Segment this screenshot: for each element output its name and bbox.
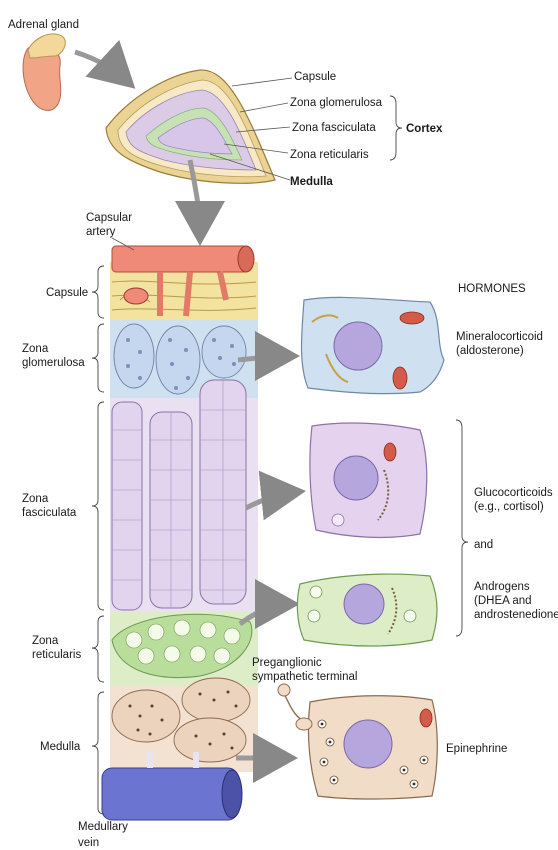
label-zona-glomerulosa-1: Zona bbox=[22, 343, 49, 355]
chromaffin-nucleus bbox=[344, 720, 392, 768]
medullary-vein-lumen bbox=[222, 770, 242, 818]
label-medullary-vein-1: Medullary bbox=[78, 821, 128, 833]
chromaffin-cell bbox=[308, 696, 437, 799]
fasciculata-nucleus bbox=[334, 456, 378, 500]
label-preganglionic-1: Preganglionic bbox=[252, 657, 322, 669]
label-zona-fasciculata-top: Zona fasciculata bbox=[292, 122, 376, 134]
tissue-column bbox=[102, 246, 258, 820]
label-capsular-artery-1: Capsular bbox=[86, 212, 132, 224]
cortex-brace bbox=[390, 96, 402, 160]
label-capsule-top: Capsule bbox=[294, 71, 336, 83]
label-zona-fasciculata-1: Zona bbox=[22, 493, 49, 505]
label-zona-glomerulosa-2: glomerulosa bbox=[22, 357, 85, 369]
leader-glomerulosa bbox=[240, 103, 288, 112]
label-medulla: Medulla bbox=[40, 741, 81, 753]
adrenal-gland-icon bbox=[23, 34, 65, 110]
label-androgens-1: Androgens bbox=[474, 581, 530, 593]
label-zona-fasciculata-2: fasciculata bbox=[22, 507, 77, 519]
label-adrenal-gland: Adrenal gland bbox=[8, 19, 79, 31]
label-zona-reticularis-2: reticularis bbox=[32, 649, 81, 661]
mitochondrion bbox=[393, 367, 407, 389]
label-glucocorticoids-2: (e.g., cortisol) bbox=[474, 501, 544, 513]
reticularis-nucleus bbox=[344, 584, 384, 624]
zone-braces bbox=[92, 266, 104, 814]
label-capsular-artery-2: artery bbox=[86, 226, 116, 238]
label-capsule: Capsule bbox=[46, 287, 88, 299]
label-and: and bbox=[474, 539, 493, 551]
label-zona-reticularis-top: Zona reticularis bbox=[290, 149, 369, 161]
hormone-brace bbox=[456, 420, 468, 636]
glomerulosa-cell bbox=[302, 297, 445, 393]
label-preganglionic-2: sympathetic terminal bbox=[252, 671, 357, 683]
glomerulosa-nucleus bbox=[334, 322, 382, 370]
label-zona-glomerulosa-top: Zona glomerulosa bbox=[290, 97, 383, 109]
label-hormones-header: HORMONES bbox=[458, 283, 526, 295]
label-mineralocorticoid-1: Mineralocorticoid bbox=[456, 331, 543, 343]
label-androgens-3: androstenedione) bbox=[474, 609, 558, 621]
label-zona-reticularis-1: Zona bbox=[32, 635, 59, 647]
gland-zoom-arrow bbox=[75, 52, 128, 82]
label-epinephrine: Epinephrine bbox=[446, 743, 507, 755]
preganglionic-terminal bbox=[278, 684, 312, 730]
label-medullary-vein-2: vein bbox=[78, 837, 99, 849]
capsular-artery bbox=[112, 246, 248, 272]
label-cortex: Cortex bbox=[406, 123, 443, 135]
mitochondrion bbox=[420, 709, 432, 727]
label-androgens-2: (DHEA and bbox=[474, 595, 532, 607]
reticularis-cell bbox=[297, 574, 437, 646]
label-glucocorticoids-1: Glucocorticoids bbox=[474, 487, 553, 499]
label-medulla-top: Medulla bbox=[290, 176, 333, 188]
arteriole-cross-section bbox=[124, 288, 148, 304]
mitochondrion bbox=[400, 312, 424, 324]
fasciculata-cell bbox=[310, 423, 427, 537]
fasciculata-cords bbox=[112, 380, 246, 610]
label-mineralocorticoid-2: (aldosterone) bbox=[456, 345, 524, 357]
leader-capsule bbox=[232, 78, 292, 86]
medullary-vein bbox=[102, 768, 238, 820]
capsular-artery-lumen bbox=[238, 246, 254, 272]
mitochondrion bbox=[384, 443, 396, 461]
